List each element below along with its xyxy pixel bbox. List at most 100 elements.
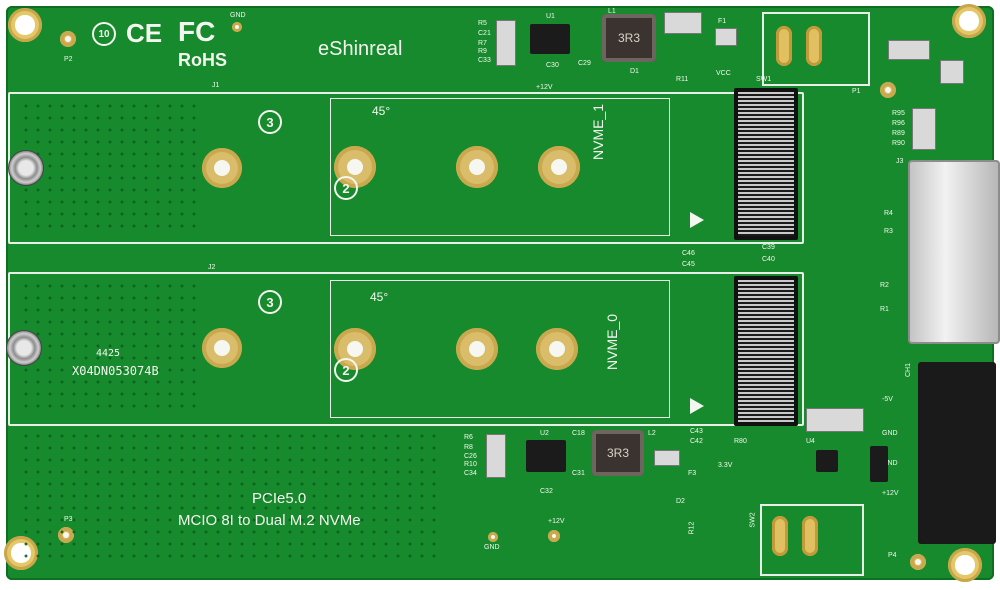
silk-r80: R80 [734, 438, 747, 445]
step-3-icon-bottom: 3 [258, 290, 282, 314]
silk-gnd-pin: GND [882, 430, 898, 437]
mounting-hole-top-right [952, 4, 986, 38]
m2-module-outline-top [330, 98, 670, 236]
standoff-hole-bottom-3 [456, 328, 498, 370]
serial-date-code: 4425 [96, 348, 121, 359]
switch-sw2-pad-right[interactable] [802, 516, 818, 556]
mounting-hole-top-left [8, 8, 42, 42]
silk-c29: C29 [578, 60, 591, 67]
product-line-1: PCIe5.0 [252, 490, 307, 507]
silk-r89: R89 [892, 130, 905, 137]
silk-r1: R1 [880, 306, 889, 313]
switch-sw1-pad-right[interactable] [806, 26, 822, 66]
test-point-12v [548, 530, 560, 542]
step-2-icon-bottom: 2 [334, 358, 358, 382]
silk-12v-pin: +12V [882, 490, 899, 497]
cert-10-icon: 10 [92, 22, 116, 46]
chip-u4 [816, 450, 838, 472]
power-connector-ch1[interactable] [918, 362, 996, 544]
silk-r2: R2 [880, 282, 889, 289]
silk-r5: R5 [478, 20, 487, 27]
silk-sw2: SW2 [749, 512, 757, 528]
silk-r90: R90 [892, 140, 905, 147]
silk-u2: U2 [540, 430, 549, 437]
regulator-u1 [530, 24, 570, 54]
silk-c31: C31 [572, 470, 585, 477]
mounting-hole-bottom-right [948, 548, 982, 582]
silk-f3: F3 [688, 470, 697, 477]
switch-sw2-outline [760, 504, 864, 576]
silk-r12: R12 [688, 521, 696, 535]
resistor-bank-top [496, 20, 516, 66]
silk-u4: U4 [806, 438, 815, 445]
silk-j1: J1 [212, 82, 220, 89]
silk-v33: 3.3V [718, 462, 733, 469]
silk-l2: L2 [648, 430, 656, 437]
nvme1-label: NVME_1 [590, 103, 606, 160]
silk-c43: C43 [690, 428, 703, 435]
silk-f1: F1 [718, 18, 727, 25]
standoff-hole-top-3 [456, 146, 498, 188]
silk-r11: R11 [676, 76, 689, 83]
silk-j3: J3 [896, 158, 904, 165]
silk-r4: R4 [884, 210, 893, 217]
via-p4 [910, 554, 926, 570]
cap-bank-top [664, 12, 702, 34]
silk-r7: R7 [478, 40, 487, 47]
regulator-u2 [526, 440, 566, 472]
silk-sw1: SW1 [756, 76, 772, 83]
switch-sw1-outline [762, 12, 870, 86]
mcio-8i-connector-j3[interactable] [908, 160, 1000, 344]
m2-connector-nvme0[interactable] [734, 276, 798, 426]
standoff-hole-top-4 [538, 146, 580, 188]
silk-c46: C46 [682, 250, 695, 257]
inductor-l1: 3R3 [602, 14, 656, 62]
cert-fc-icon: FC [178, 16, 216, 47]
silk-gnd-bottom: GND [484, 544, 500, 551]
side-standoff-bottom [6, 330, 42, 366]
resistor-bank-bottom [486, 434, 506, 478]
m2-connector-nvme1[interactable] [734, 88, 798, 240]
resistor-bank-right [912, 108, 936, 150]
silk-u1: U1 [546, 13, 555, 20]
silk-gnd-top: GND [230, 12, 246, 19]
resistor-bank-corner [940, 60, 964, 84]
standoff-hole-top-1 [202, 148, 242, 188]
angle-label-bottom: 45° [370, 290, 389, 304]
via-p2 [60, 31, 76, 47]
silk-c42: C42 [690, 438, 703, 445]
silk-minus5v: -5V [882, 396, 893, 403]
via-p1 [880, 82, 896, 98]
gnd-test-point-top [232, 22, 242, 32]
cert-rohs-label: RoHS [178, 50, 227, 70]
fuse-f3 [654, 450, 680, 466]
silk-r9: R9 [478, 48, 487, 55]
nvme0-label: NVME_0 [604, 313, 620, 370]
silk-p3: P3 [64, 516, 73, 523]
via-grid-top-left [20, 100, 200, 230]
silk-r3: R3 [884, 228, 893, 235]
insert-arrow-top-icon [690, 212, 704, 228]
silk-r8: R8 [464, 444, 473, 451]
switch-sw1-pad-left[interactable] [776, 26, 792, 66]
gnd-test-point-bottom [488, 532, 498, 542]
switch-sw2-pad-left[interactable] [772, 516, 788, 556]
standoff-hole-bottom-1 [202, 328, 242, 368]
silk-gnd-pin2: GND [882, 460, 898, 467]
silk-p4: P4 [888, 552, 897, 559]
silk-c32: C32 [540, 488, 553, 495]
silk-12v-bottom: +12V [548, 518, 565, 525]
silk-c34: C34 [464, 470, 477, 477]
silk-j2: J2 [208, 264, 216, 271]
silk-12v-top: +12V [536, 84, 553, 91]
step-3-icon-top: 3 [258, 110, 282, 134]
silk-c21: C21 [478, 30, 491, 37]
cert-ce-icon: CE [126, 18, 163, 48]
silk-c26: C26 [464, 453, 477, 460]
silk-c40: C40 [762, 256, 775, 263]
resistor-bank-r87-92 [806, 408, 864, 432]
silk-c30: C30 [546, 62, 559, 69]
silk-ch1: CH1 [905, 362, 913, 378]
silk-r96: R96 [892, 120, 905, 127]
via-grid-bottom-left [20, 280, 200, 410]
